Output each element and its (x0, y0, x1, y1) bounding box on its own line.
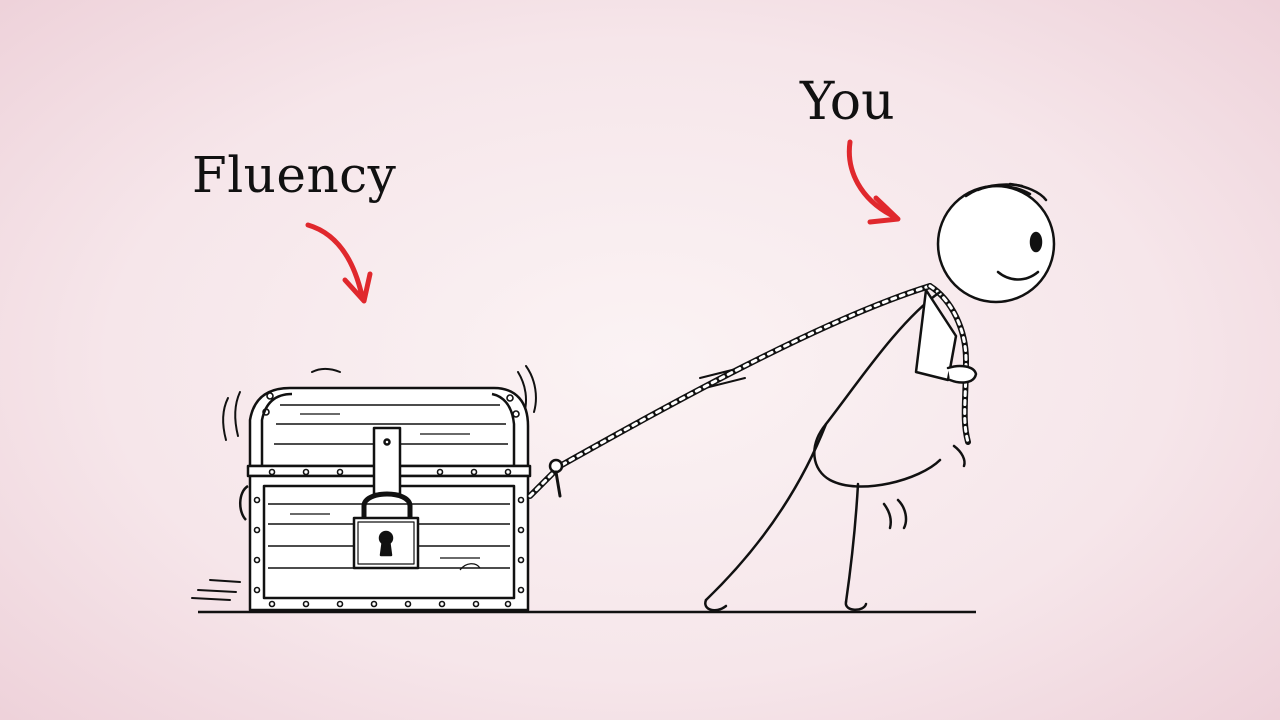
treasure-chest-icon (239, 386, 532, 612)
rope-icon (527, 283, 971, 499)
arrow-to-person-icon (846, 139, 901, 225)
fluency-label: Fluency (192, 146, 397, 204)
padlock-icon (352, 491, 420, 570)
arrow-to-chest-icon (305, 222, 373, 304)
stick-figure-icon (704, 182, 1056, 612)
you-label: You (800, 72, 895, 132)
